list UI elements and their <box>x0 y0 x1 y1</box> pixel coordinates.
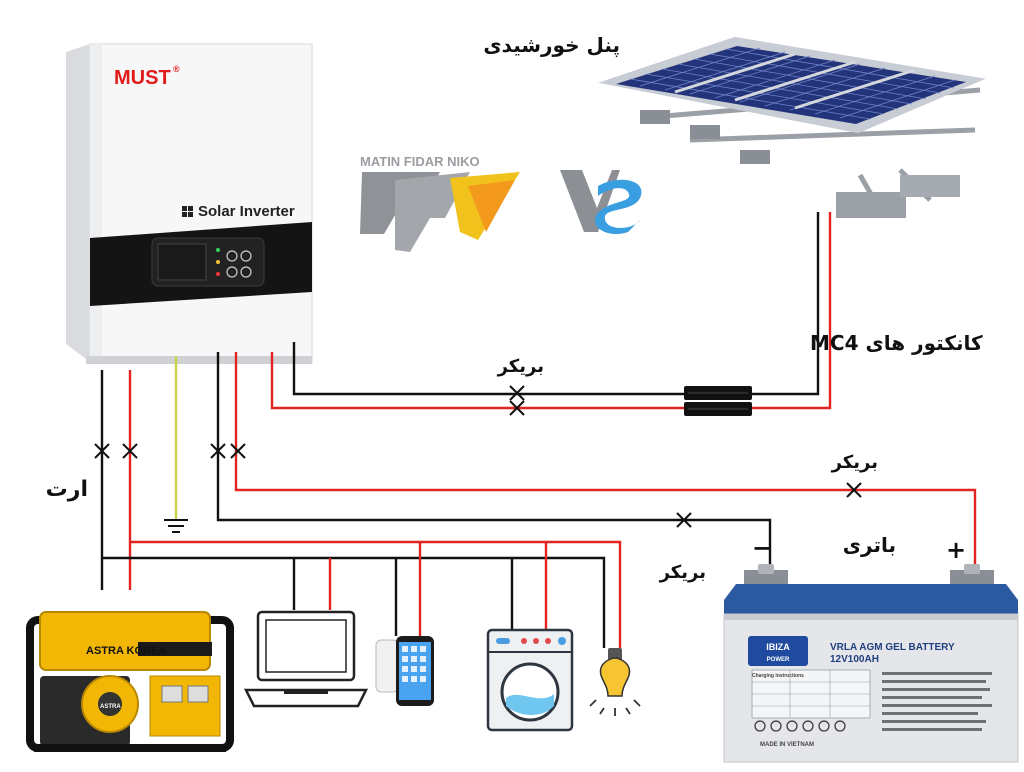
battery-pos-breaker-label: بریکر <box>831 452 878 473</box>
solar-inverter-grid-icon <box>182 206 193 217</box>
battery-spec: 12V100AH <box>830 654 879 665</box>
battery-minus-label: − <box>752 534 772 562</box>
ac-breaker-icon <box>122 443 138 459</box>
ac-breaker-icon <box>94 443 110 459</box>
generator <box>26 611 234 752</box>
inverter-button-icon <box>226 266 238 278</box>
generator-small-brand: ASTRA <box>100 704 121 710</box>
generator-brand: ASTRA KOREA <box>86 645 166 657</box>
battery-title: VRLA AGM GEL BATTERY <box>830 642 955 653</box>
inverter-brand-mark: ® <box>173 64 180 74</box>
battery-made-in: MADE IN VIETNAM <box>760 742 814 748</box>
solar-panel-label: پنل خورشیدی <box>483 33 620 58</box>
battery-brand-sub: POWER <box>767 657 790 663</box>
battery-neg-breaker-label: بریکر <box>659 562 706 583</box>
inverter-button-icon <box>240 266 252 278</box>
inverter <box>66 43 313 364</box>
inverter-model-text: Solar Inverter <box>198 203 295 220</box>
pv-breaker-icon <box>509 385 525 401</box>
pv-negative-wire <box>292 342 684 396</box>
solar-panel-array <box>598 36 986 218</box>
generator-socket-icon <box>161 685 183 703</box>
earth-label: ارت <box>46 477 88 502</box>
breaker-marks <box>94 385 862 528</box>
battery-charging-title: Charging instructions <box>752 673 804 679</box>
company-name: MATIN FIDAR NIKO <box>360 154 480 169</box>
battery-plus-label: + <box>946 536 966 564</box>
battery-brand-badge <box>748 636 808 666</box>
inverter-lcd-screen <box>157 243 207 281</box>
inverter-breaker-icon <box>230 443 246 459</box>
pv-breaker-label: بریکر <box>497 356 544 377</box>
battery-label: باتری <box>843 533 896 557</box>
light-bulb-icon <box>589 648 641 716</box>
inverter-brand: MUST <box>114 67 171 89</box>
inverter-button-icon <box>226 250 238 262</box>
mc4-connectors <box>684 386 752 416</box>
pv-breaker-icon <box>509 400 525 416</box>
smartphone-icon <box>375 636 434 706</box>
vs-logo <box>560 170 642 235</box>
battery <box>723 564 1019 763</box>
laptop-icon <box>243 610 369 708</box>
company-logo <box>360 172 520 252</box>
wiring <box>100 212 977 648</box>
battery-brand: IBIZA <box>766 642 790 652</box>
mc4-connectors-label: کانکتور های MC4 <box>810 331 983 355</box>
inverter-breaker-icon <box>210 443 226 459</box>
inverter-button-icon <box>240 250 252 262</box>
washing-machine-icon <box>486 628 574 732</box>
battery-positive-wire <box>234 352 977 572</box>
generator-socket-icon <box>187 685 209 703</box>
battery-negative-wire <box>216 352 772 572</box>
pv-positive-wire <box>270 352 684 410</box>
battery-pos-breaker-icon <box>846 482 862 498</box>
battery-neg-breaker-icon <box>676 512 692 528</box>
